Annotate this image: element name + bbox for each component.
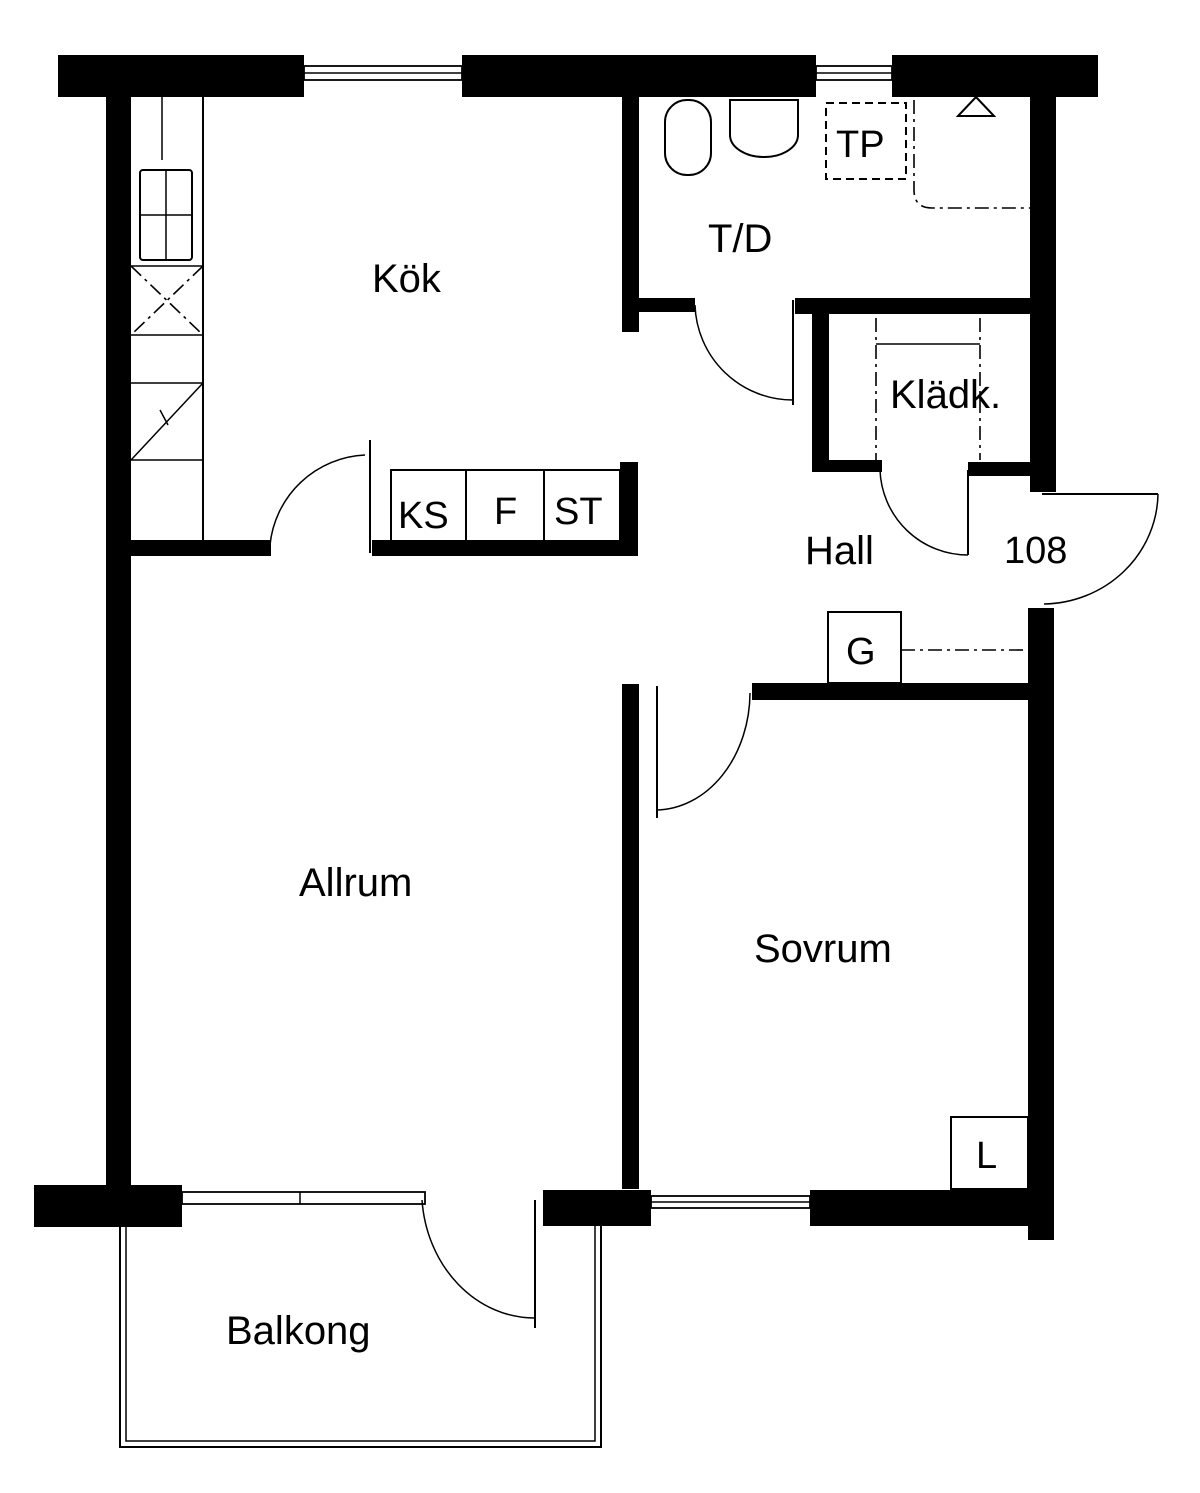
bedroom-left-wall: [622, 684, 639, 1189]
room-label-kladk: Klädk.: [890, 373, 1001, 417]
fixture-label-l: L: [976, 1135, 997, 1177]
entrance-door: [1042, 493, 1159, 605]
left-exterior-wall: [106, 80, 131, 1215]
fixture-label-g: G: [846, 631, 876, 673]
kitchen-counter: [130, 97, 204, 540]
bathroom-bottom-wall-right: [795, 298, 1030, 314]
kitchen-appliance-wall: [620, 462, 638, 556]
kitchen-door: [269, 440, 371, 553]
shower-area: [913, 95, 1030, 209]
apartment-number: 108: [1004, 530, 1067, 572]
washbasin: [729, 99, 799, 158]
g-cabinet: [827, 611, 1028, 684]
fixture-label-st: ST: [554, 491, 603, 533]
room-label-balkong: Balkong: [226, 1309, 371, 1353]
wardrobe-interior: [875, 318, 981, 460]
window-top-kitchen: [303, 65, 463, 81]
bathroom-left-wall: [622, 97, 639, 332]
appliance-row: [390, 469, 621, 543]
fixture-label-tp: TP: [836, 124, 885, 166]
room-label-kok: Kök: [372, 257, 442, 301]
bedroom-door: [656, 686, 751, 818]
bedroom-top-wall: [752, 683, 1028, 700]
kitchen-partition-right: [372, 540, 638, 556]
wardrobe-bottom-wall-right: [968, 462, 1030, 476]
toilet: [664, 99, 712, 176]
wardrobe-left-wall: [812, 298, 829, 471]
room-label-td: T/D: [708, 217, 772, 261]
wardrobe-bottom-wall-left: [812, 460, 882, 472]
fixture-label-f: F: [494, 491, 517, 533]
tp-box: [825, 102, 907, 180]
l-cabinet: [950, 1116, 1029, 1190]
top-exterior-wall: [58, 55, 1098, 97]
bathroom-door: [694, 300, 794, 405]
window-bottom-living: [181, 1191, 426, 1205]
right-wall-upper: [1030, 80, 1056, 492]
window-top-bathroom: [815, 65, 893, 81]
room-label-hall: Hall: [805, 529, 874, 573]
bathroom-bottom-wall-left: [639, 298, 695, 312]
bottom-exterior-wall: [34, 1185, 1054, 1227]
right-wall-lower: [1028, 608, 1054, 1240]
room-label-allrum: Allrum: [299, 861, 412, 905]
kitchen-partition-left: [131, 540, 271, 556]
window-bottom-bedroom: [650, 1195, 811, 1209]
balcony-door: [421, 1199, 536, 1328]
fixture-label-ks: KS: [398, 495, 449, 537]
balcony-outline: [119, 1226, 602, 1448]
room-label-sovrum: Sovrum: [754, 927, 892, 971]
wardrobe-door: [879, 469, 969, 556]
